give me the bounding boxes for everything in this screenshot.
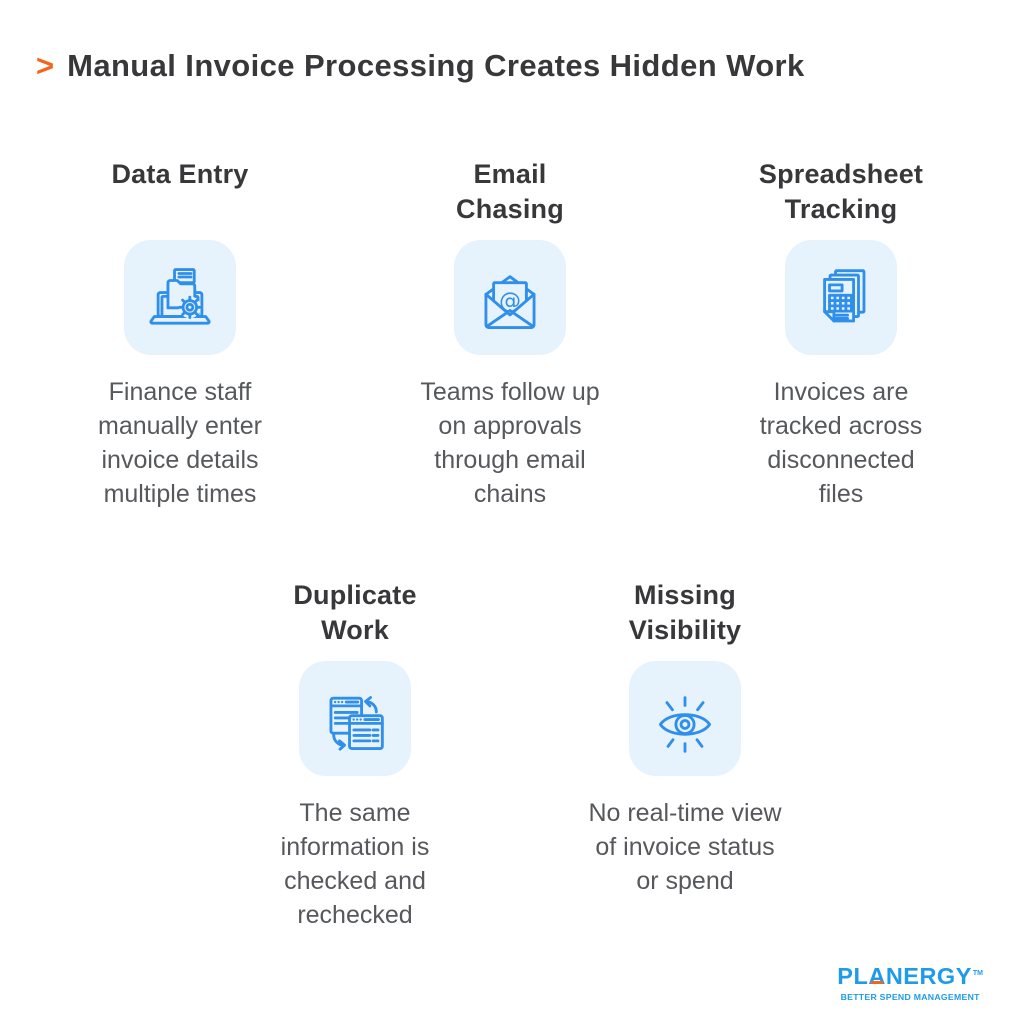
planergy-wordmark: PLANERGYTM [837,962,983,989]
icon-tile [299,661,411,776]
icon-tile: @ [454,240,566,355]
logo-text-after: NERGY [885,962,972,989]
card-description: Finance staff manually enter invoice det… [98,378,262,508]
logo-text-before: PL [837,962,869,989]
open-envelope-at-icon: @ [484,274,536,329]
trademark-symbol: TM [972,969,983,977]
icon-tile [629,661,741,776]
eye-rays-icon [658,695,712,753]
sync-windows-icon [329,695,384,751]
icon-tile [124,240,236,355]
svg-text:@: @ [499,288,521,313]
page-header: > Manual Invoice Processing Creates Hidd… [36,48,805,84]
laptop-folder-gear-icon [149,267,211,325]
icon-tile [785,240,897,355]
card-duplicate-work: Duplicate Work The same info [205,578,505,932]
card-description: Teams follow up on approvals through ema… [420,378,600,508]
logo-tagline: BETTER SPEND MANAGEMENT [840,992,980,1002]
card-heading: Missing Visibility [628,580,742,645]
card-description: Invoices are tracked across disconnected… [759,378,923,508]
planergy-logo: PLANERGYTM BETTER SPEND MANAGEMENT [837,962,983,1002]
page-title: Manual Invoice Processing Creates Hidden… [67,48,805,83]
card-heading: Spreadsheet Tracking [758,159,924,224]
card-heading: Duplicate Work [293,580,417,645]
logo-letter-a: A [868,962,886,989]
stacked-spreadsheets-icon [823,268,866,322]
card-missing-visibility: Missing Visibility No real-time view of … [535,578,835,898]
card-spreadsheet-tracking: Spreadsheet Tracking Invoices are tracke… [691,157,991,511]
card-data-entry: Data Entry Finan [30,157,330,511]
chevron-bullet-icon: > [36,48,55,83]
card-heading: Data Entry [111,159,249,189]
card-description: The same information is checked and rech… [280,799,430,929]
card-description: No real-time view of invoice status or s… [588,799,782,895]
card-email-chasing: Email Chasing @ Teams follow up on appro… [360,157,660,511]
card-heading: Email Chasing [456,159,564,224]
